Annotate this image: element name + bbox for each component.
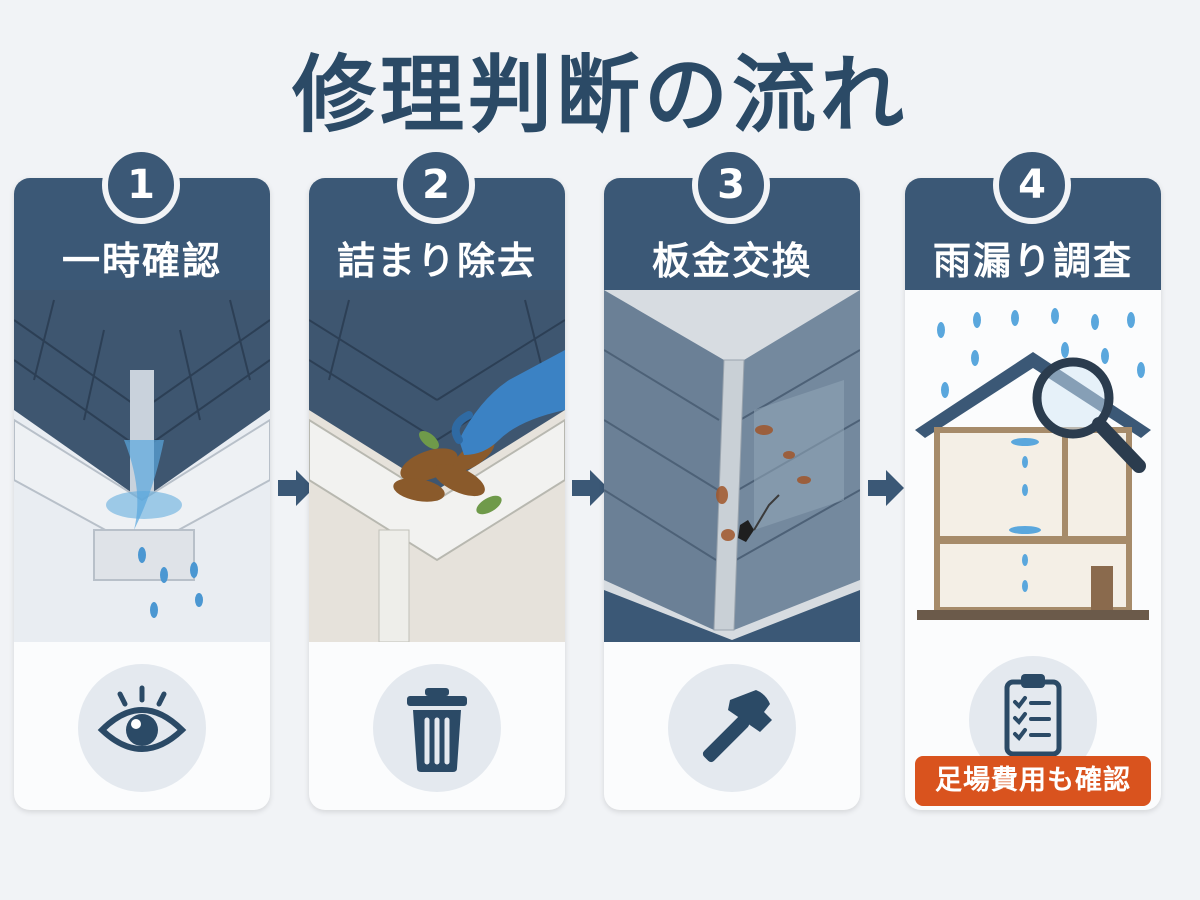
- step-card-4: 雨漏り調査 4: [905, 146, 1161, 810]
- clipboard-checklist-icon: [1004, 674, 1062, 757]
- arrow-right-icon: [572, 470, 608, 506]
- page-title: 修理判断の流れ: [291, 46, 908, 144]
- leak-inspection-illustration: [905, 290, 1161, 642]
- step-label: 一時確認: [61, 239, 222, 283]
- step-card-3: 板金交換 3: [604, 146, 860, 810]
- step-label: 詰まり除去: [336, 239, 537, 283]
- icon-circle: [668, 664, 796, 792]
- step-label: 板金交換: [651, 239, 812, 283]
- icon-circle: [373, 664, 501, 792]
- icon-circle: [78, 664, 206, 792]
- gutter-overflow-illustration: [14, 290, 270, 642]
- debris-removal-illustration: [309, 290, 565, 642]
- step-card-1: 一時確認 1: [14, 146, 270, 810]
- arrow-right-icon: [868, 470, 904, 506]
- scaffolding-cost-note: 足場費用も確認: [915, 756, 1151, 806]
- step-number-badge: 1: [102, 146, 180, 224]
- arrow-right-icon: [278, 470, 314, 506]
- step-card-2: 詰まり除去 2: [309, 146, 565, 810]
- step-number-badge: 2: [397, 146, 475, 224]
- step-number-badge: 3: [692, 146, 770, 224]
- trash-icon: [407, 688, 467, 772]
- step-header: 雨漏り調査: [905, 178, 1161, 290]
- step-label: 雨漏り調査: [932, 239, 1133, 283]
- step-number-badge: 4: [993, 146, 1071, 224]
- eye-icon: [97, 685, 187, 752]
- hammer-icon: [702, 690, 772, 763]
- sheet-metal-illustration: [604, 290, 860, 642]
